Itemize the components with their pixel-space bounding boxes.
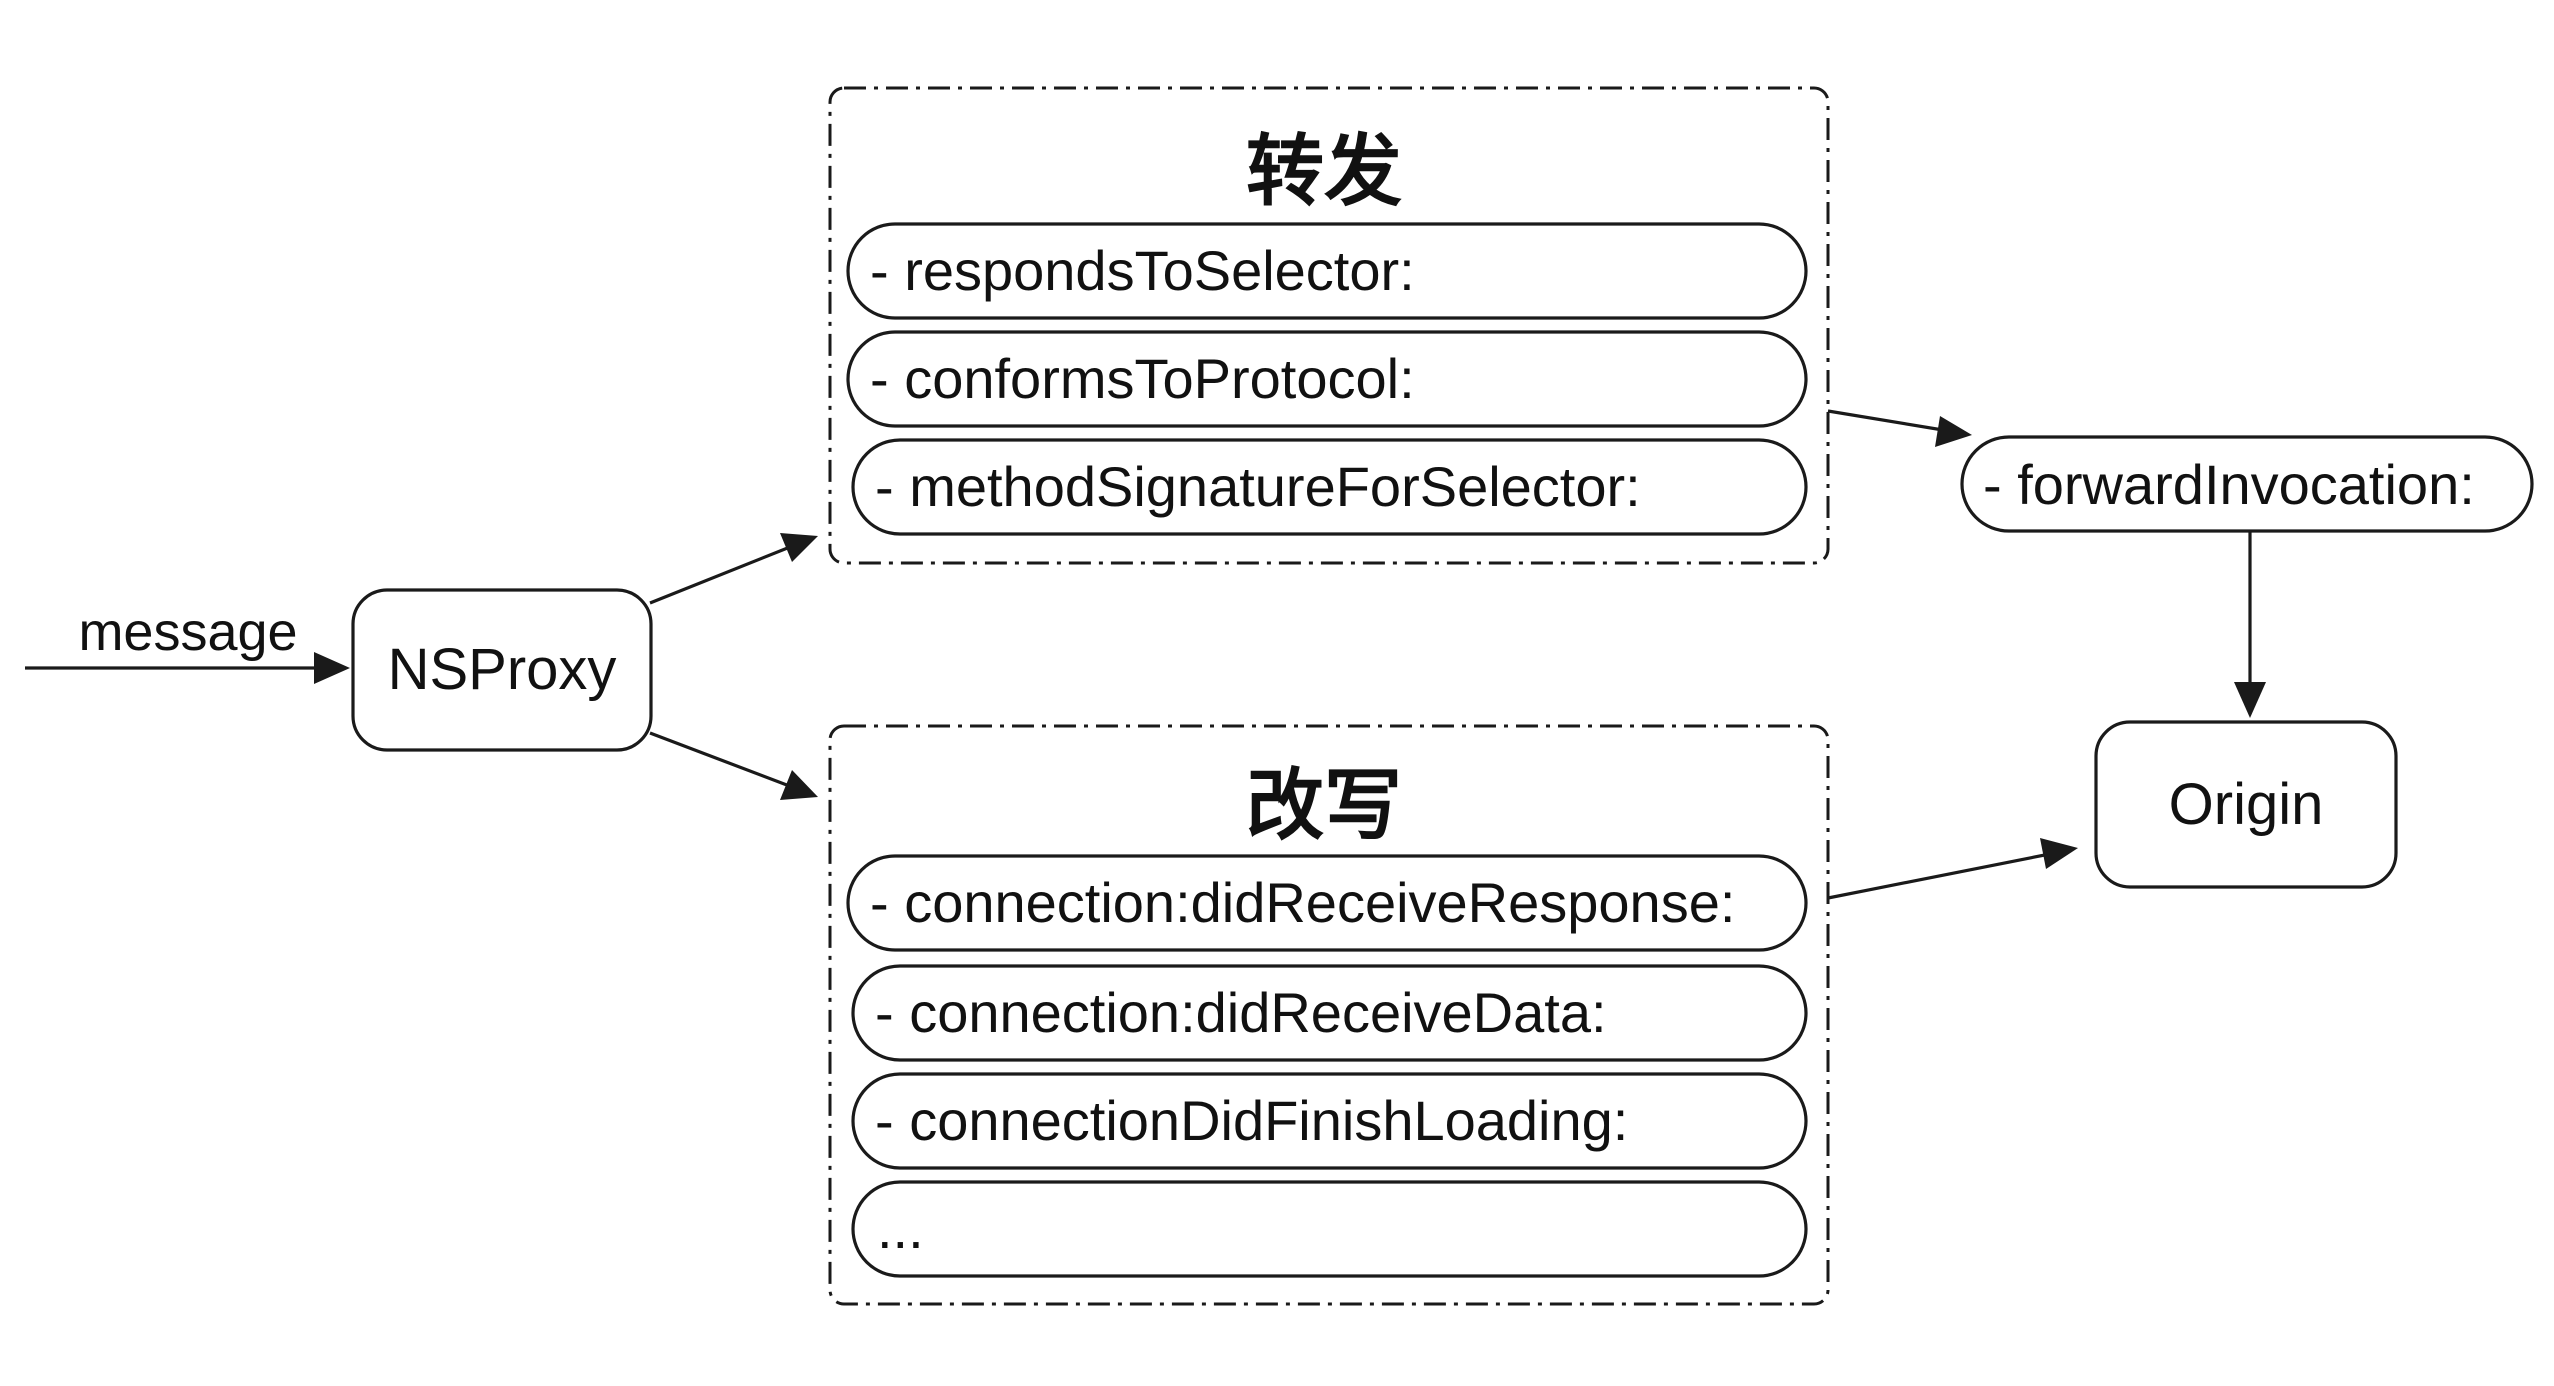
- method-label: - respondsToSelector:: [870, 239, 1415, 302]
- method-pill: [851, 1072, 1808, 1170]
- nsproxy-node[interactable]: NSProxy: [351, 588, 653, 752]
- edge-rewrite-group-to-origin: [1827, 850, 2061, 900]
- method-pill: [851, 964, 1808, 1062]
- forward-group-title: 转发: [1246, 127, 1402, 217]
- method-label: - methodSignatureForSelector:: [875, 455, 1641, 518]
- arrow-forward-invocation-to-origin: [2234, 682, 2266, 718]
- arrow-nsproxy-to-rewrite-group: [780, 770, 818, 800]
- method-label: - conformsToProtocol:: [870, 347, 1415, 410]
- rewrite-method-item[interactable]: - connection:didReceiveData:: [851, 964, 1808, 1062]
- rewrite-group-title: 改写: [1246, 761, 1402, 851]
- rewrite-group: 改写 - connection:didReceiveResponse: - co…: [828, 724, 1830, 1306]
- forward-invocation-node[interactable]: - forwardInvocation:: [1960, 435, 2534, 533]
- rewrite-method-item[interactable]: ...: [851, 1180, 1808, 1278]
- rewrite-method-item[interactable]: - connection:didReceiveResponse:: [846, 854, 1808, 952]
- method-pill: [846, 330, 1808, 428]
- method-pill: [846, 854, 1808, 952]
- forward-group-border: [828, 86, 1830, 565]
- arrow-nsproxy-to-forward-group: [780, 533, 818, 562]
- message-label: message: [78, 602, 297, 662]
- method-pill: [851, 438, 1808, 536]
- method-label: - connection:didReceiveData:: [875, 981, 1607, 1044]
- forward-method-item[interactable]: - conformsToProtocol:: [846, 330, 1808, 428]
- origin-node[interactable]: Origin: [2094, 720, 2398, 889]
- method-pill: [851, 1180, 1808, 1278]
- rewrite-method-item[interactable]: - connectionDidFinishLoading:: [851, 1072, 1808, 1170]
- nsproxy-label: NSProxy: [388, 637, 617, 702]
- method-label: ...: [877, 1197, 924, 1260]
- forward-method-item[interactable]: - methodSignatureForSelector:: [851, 438, 1808, 536]
- forward-method-item[interactable]: - respondsToSelector:: [846, 222, 1808, 320]
- edges: [25, 409, 2266, 900]
- origin-label: Origin: [2169, 772, 2324, 837]
- forward-invocation-label: - forwardInvocation:: [1983, 453, 2475, 516]
- arrow-message-to-nsproxy: [314, 652, 350, 684]
- origin-box: [2094, 720, 2398, 889]
- edge-nsproxy-to-rewrite-group: [649, 731, 801, 792]
- edge-forward-group-to-forward-invocation: [1827, 409, 1956, 434]
- method-label: - connectionDidFinishLoading:: [875, 1089, 1628, 1152]
- arrow-forward-group-to-forward-invocation: [1935, 416, 1972, 447]
- method-label: - connection:didReceiveResponse:: [870, 871, 1735, 934]
- edge-nsproxy-to-forward-group: [649, 541, 801, 605]
- forward-invocation-pill: [1960, 435, 2534, 533]
- method-pill: [846, 222, 1808, 320]
- arrow-rewrite-group-to-origin: [2040, 838, 2078, 869]
- forward-group: 转发 - respondsToSelector: - conformsToPro…: [828, 86, 1830, 565]
- nsproxy-box: [351, 588, 653, 752]
- rewrite-group-border: [828, 724, 1830, 1306]
